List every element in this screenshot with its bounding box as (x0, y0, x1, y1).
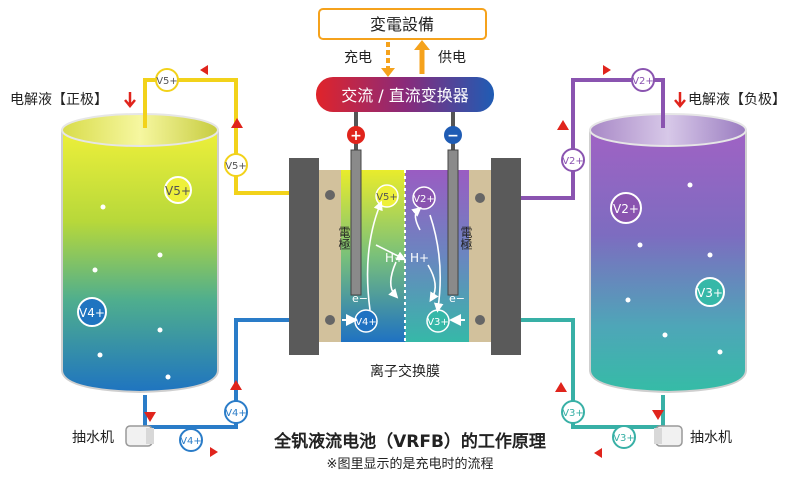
pipe-v5-side: V5+ (225, 161, 247, 172)
pipe-v3-side: V3+ (562, 408, 584, 419)
plus-sign: + (350, 128, 362, 144)
down-arrow-icon (674, 92, 686, 108)
electron-right: e− (449, 292, 465, 305)
pipe-ion-badges: V5+ V5+ V4+ V4+ V2+ V2+ V3+ V3+ (155, 68, 655, 452)
pipe-v2-top: V2+ (632, 76, 654, 87)
left-pump (125, 425, 154, 447)
converter-label: 交流 / 直流变换器 (341, 86, 469, 105)
ion-v5-tank-label: V5+ (165, 184, 191, 198)
proton-right: H+ (410, 251, 429, 265)
charge-label: 充电 (344, 50, 372, 66)
electron-left: e− (352, 292, 368, 305)
positive-electrode-label: 電極 (337, 226, 351, 250)
pipe-v2-side: V2+ (562, 156, 584, 167)
negative-electrode-label: 電極 (459, 226, 473, 250)
purple-pipe (478, 78, 665, 200)
ion-v3-tank-label: V3+ (697, 286, 723, 300)
ion-v3-cell-label: V3+ (427, 317, 449, 328)
ion-v2-cell (412, 186, 436, 210)
ion-v2-tank-label: V2+ (613, 202, 639, 216)
negative-electrode (447, 149, 459, 296)
yellow-pipe (143, 78, 330, 195)
charge-arrow (381, 42, 395, 77)
ion-v3-tank (695, 277, 725, 307)
ion-v5-cell-label: V5+ (376, 192, 398, 203)
supply-arrow (414, 40, 430, 74)
equipment-box: 変電設備 (318, 8, 487, 40)
ion-v4-tank (77, 297, 107, 327)
reaction-arrows (366, 200, 444, 313)
left-pump-label: 抽水机 (72, 430, 114, 446)
negative-tank: V2+ V3+ (589, 113, 747, 394)
ion-v2-cell-label: V2+ (413, 194, 435, 205)
right-pump-label: 抽水机 (690, 430, 732, 446)
pipe-v4-bottom: V4+ (180, 436, 202, 447)
positive-electrode (350, 149, 362, 296)
ion-v4-tank-label: V4+ (79, 306, 105, 320)
diagram-title: 全钒液流电池（VRFB）的工作原理 (273, 431, 546, 452)
equipment-label: 変電設備 (370, 15, 434, 34)
minus-sign: − (447, 128, 459, 144)
ac-dc-converter: 交流 / 直流变换器 (316, 77, 494, 112)
positive-tank-label: 电解液【正极】 (10, 92, 108, 108)
positive-tank: V5+ V4+ (61, 113, 219, 394)
pipe-v4-side: V4+ (225, 408, 247, 419)
positive-terminal: + (347, 126, 365, 144)
ion-v5-tank (164, 176, 192, 204)
blue-pipe (143, 318, 330, 429)
teal-pipe (478, 318, 665, 429)
flow-arrows (144, 65, 664, 458)
right-pump (654, 425, 683, 447)
pipe-v3-bottom: V3+ (613, 433, 635, 444)
diagram-note: ※图里显示的是充电时的流程 (327, 456, 494, 472)
pipe-v5-top: V5+ (156, 76, 178, 87)
cell-stack (289, 158, 521, 355)
supply-label: 供电 (438, 50, 466, 66)
negative-terminal: − (444, 126, 462, 144)
membrane-label: 离子交换膜 (370, 363, 440, 380)
ion-v4-cell-label: V4+ (355, 317, 377, 328)
negative-tank-label: 电解液【负极】 (688, 92, 786, 108)
ion-v2-tank (610, 192, 642, 224)
down-arrow-icon (124, 92, 136, 108)
